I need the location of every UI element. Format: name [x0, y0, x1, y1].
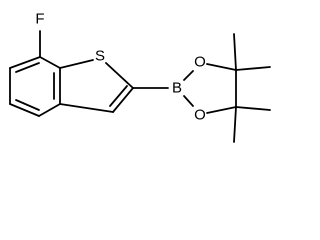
sulfur-atom-label: S [95, 48, 105, 65]
methyl-groups [233, 33, 271, 143]
methyl-bond-top-right [235, 66, 271, 71]
bond-c7-c7a [39, 56, 61, 69]
methyl-bond-bottom-down [233, 106, 237, 143]
methyl-bond-top-up [233, 33, 237, 71]
oxygen-bottom-atom-label: O [194, 107, 206, 124]
bond-b-o-top [183, 70, 194, 81]
methyl-bond-bottom-right [235, 106, 271, 111]
bond-s-c2 [105, 62, 134, 89]
double-bond-inner-c2-c3 [109, 85, 128, 107]
oxygen-top-atom-label: O [194, 54, 206, 71]
dioxaborolane-ring [183, 63, 237, 114]
bond-c7a-s [59, 59, 94, 69]
thiophene-ring [59, 59, 134, 113]
bond-c4-c5 [9, 103, 40, 117]
benzene-ring [9, 56, 61, 117]
bond-c3-c3a [59, 103, 114, 113]
double-bond-inner-c6-c7 [15, 62, 40, 73]
double-bond-inner-c4-c5 [15, 99, 40, 111]
bond-c3a-c4 [38, 103, 61, 117]
bond-o-bottom-c5 [206, 106, 237, 114]
bond-c6-c7 [9, 56, 41, 69]
bond-b-o-bottom [183, 95, 194, 107]
bond-o-top-c4 [206, 63, 237, 71]
boron-atom-label: B [172, 80, 182, 97]
fluorine-atom-label: F [35, 11, 44, 28]
bond-c2-c3 [112, 87, 134, 113]
chemical-structure-diagram: F S B O O [9, 11, 271, 143]
